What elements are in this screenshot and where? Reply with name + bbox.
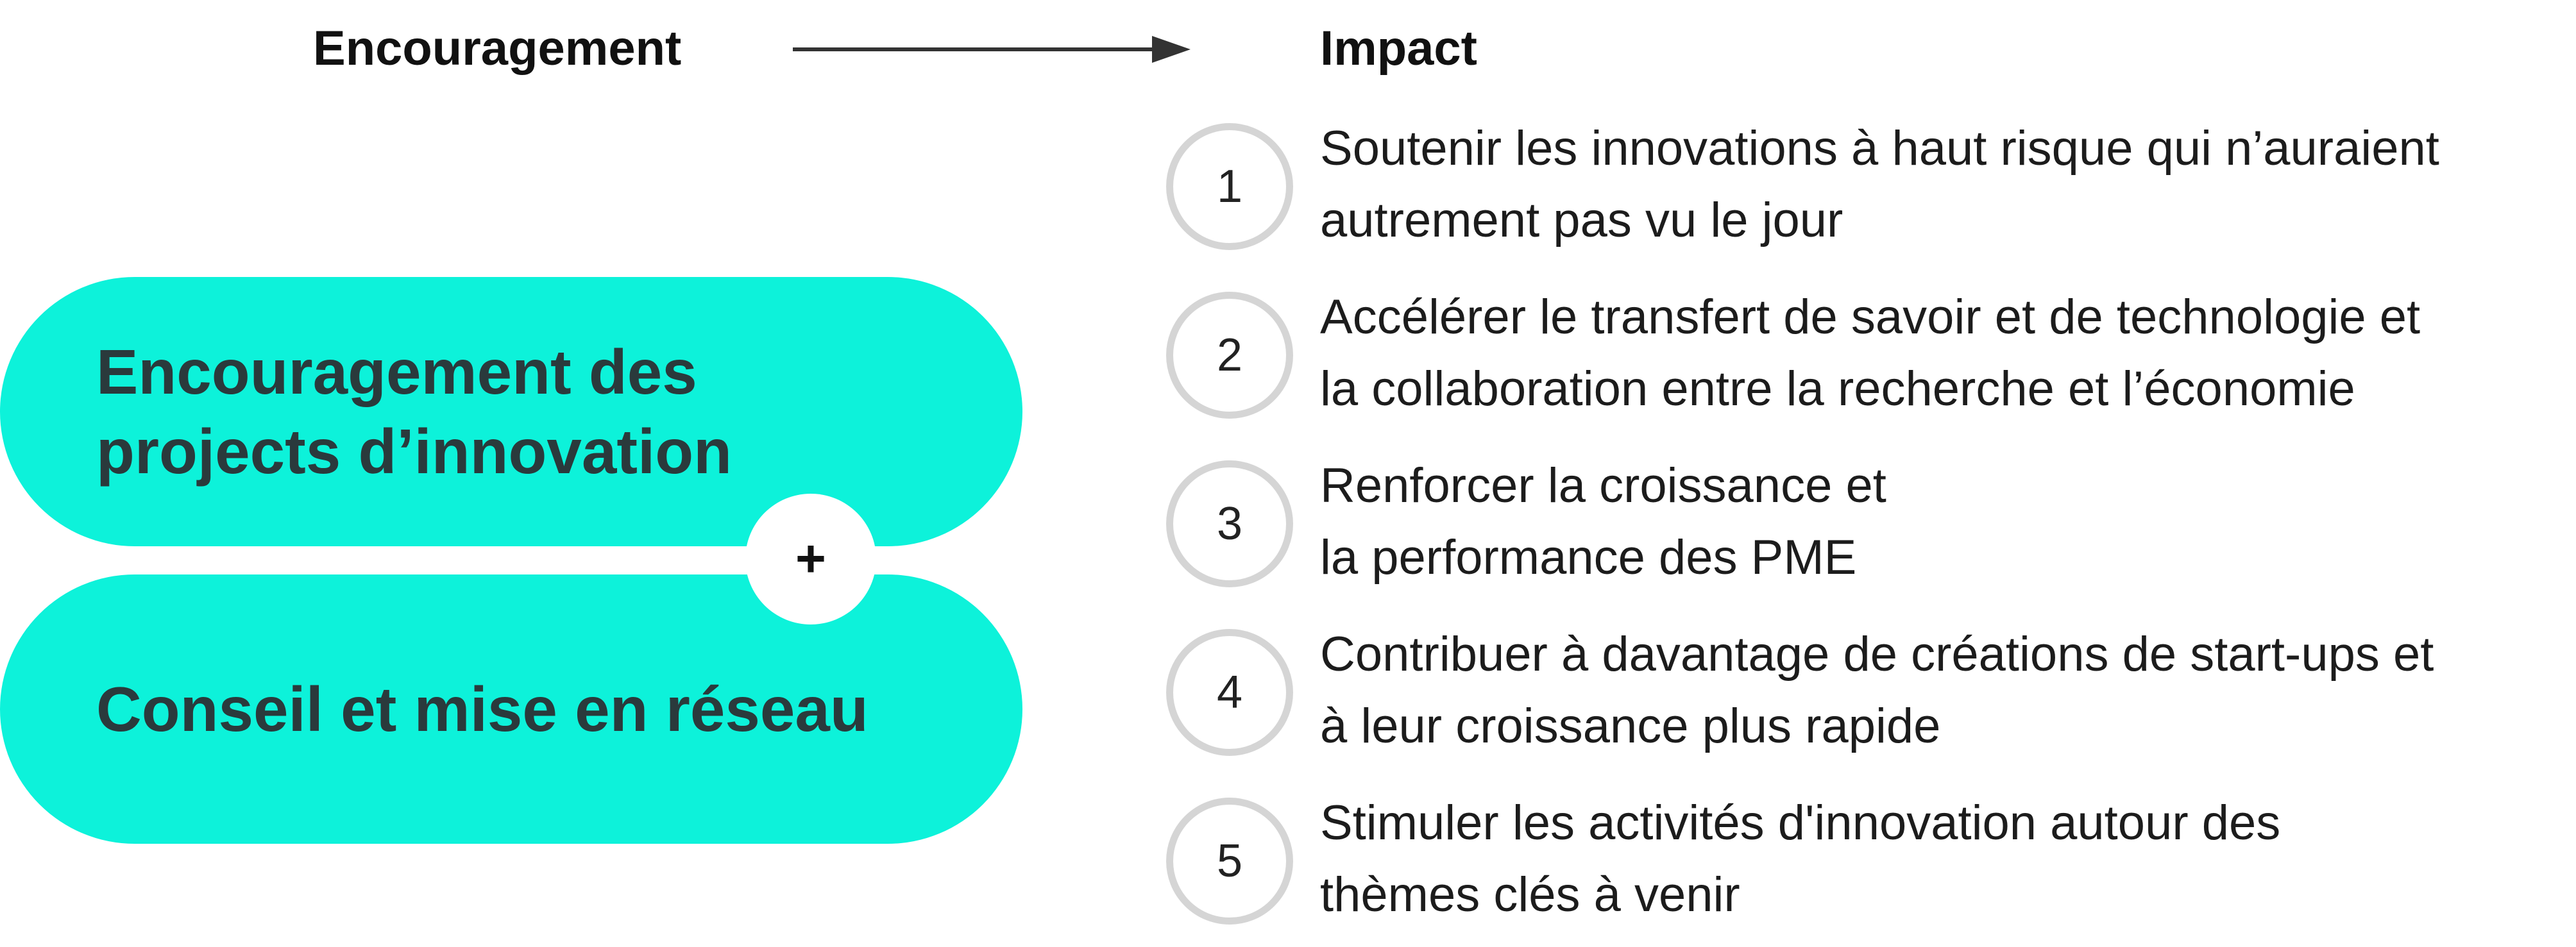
advice-networking-label: Conseil et mise en réseau [96, 674, 869, 744]
impact-description: Contribuer à davantage de créations de s… [1320, 627, 2434, 753]
impact-description: Accélérer le transfert de savoir et de t… [1320, 290, 2421, 416]
advice-networking-pill: Conseil et mise en réseau [0, 574, 1022, 844]
impact-description: Stimuler les activités d'innovation auto… [1320, 796, 2281, 922]
impact-item: 5 Stimuler les activités d'innovation au… [1166, 791, 2564, 939]
impact-number-badge: 3 [1166, 460, 1293, 587]
innovation-projects-pill: Encouragement des projects d’innovation [0, 277, 1022, 546]
plus-icon: + [745, 494, 876, 624]
impact-header: Impact [1320, 21, 1477, 76]
impact-description: Soutenir les innovations à haut risque q… [1320, 121, 2439, 247]
impact-item: 2 Accélérer le transfert de savoir et de… [1166, 285, 2564, 433]
arrow-right-icon [793, 36, 1191, 63]
impact-item: 3 Renforcer la croissance et la performa… [1166, 454, 2564, 601]
impact-item: 4 Contribuer à davantage de créations de… [1166, 623, 2564, 770]
impact-item: 1 Soutenir les innovations à haut risque… [1166, 117, 2564, 264]
impact-number-badge: 2 [1166, 292, 1293, 419]
encouragement-header: Encouragement [313, 21, 682, 76]
impact-number-badge: 5 [1166, 798, 1293, 925]
impact-description: Renforcer la croissance et la performanc… [1320, 458, 1886, 585]
plus-connector-label: + [795, 530, 826, 588]
impact-number-badge: 4 [1166, 629, 1293, 756]
innovation-projects-label: Encouragement des projects d’innovation [96, 337, 732, 487]
impact-number-badge: 1 [1166, 123, 1293, 250]
